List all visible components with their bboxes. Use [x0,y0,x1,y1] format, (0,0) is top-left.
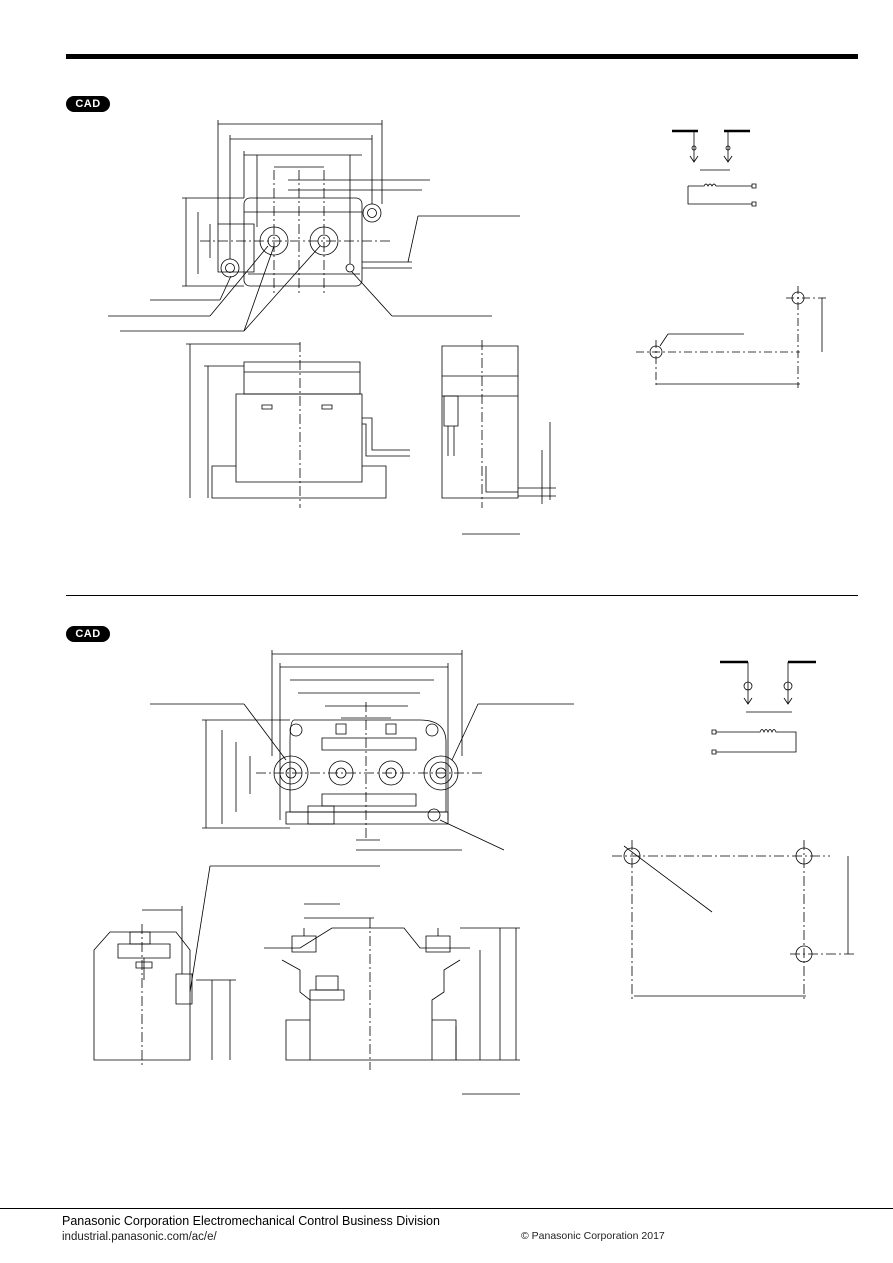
footer-company-name: Panasonic Corporation Electromechanical … [62,1214,440,1228]
side-view-drawing-2 [94,866,380,1068]
schematic-top [672,131,756,206]
cad-badge-bottom[interactable]: CAD [66,626,110,642]
bottom-section-drawings [0,596,893,1208]
section-divider [66,595,858,596]
schematic-bottom [712,662,816,754]
pcb-pattern-top [636,286,826,388]
pcb-pattern-bottom [612,840,856,1000]
footer-copyright: © Panasonic Corporation 2017 [521,1230,665,1242]
side-view-drawing [442,340,556,534]
top-view-drawing-2 [150,650,574,850]
front-view-drawing [186,342,410,508]
footer-url-link[interactable]: industrial.panasonic.com/ac/e/ [62,1231,217,1243]
footer-rule [0,1208,893,1209]
top-section-drawings [0,0,893,595]
top-rule [66,54,858,59]
cad-badge-top[interactable]: CAD [66,96,110,112]
front-view-drawing-2 [264,904,520,1094]
top-view-drawing [108,120,520,331]
